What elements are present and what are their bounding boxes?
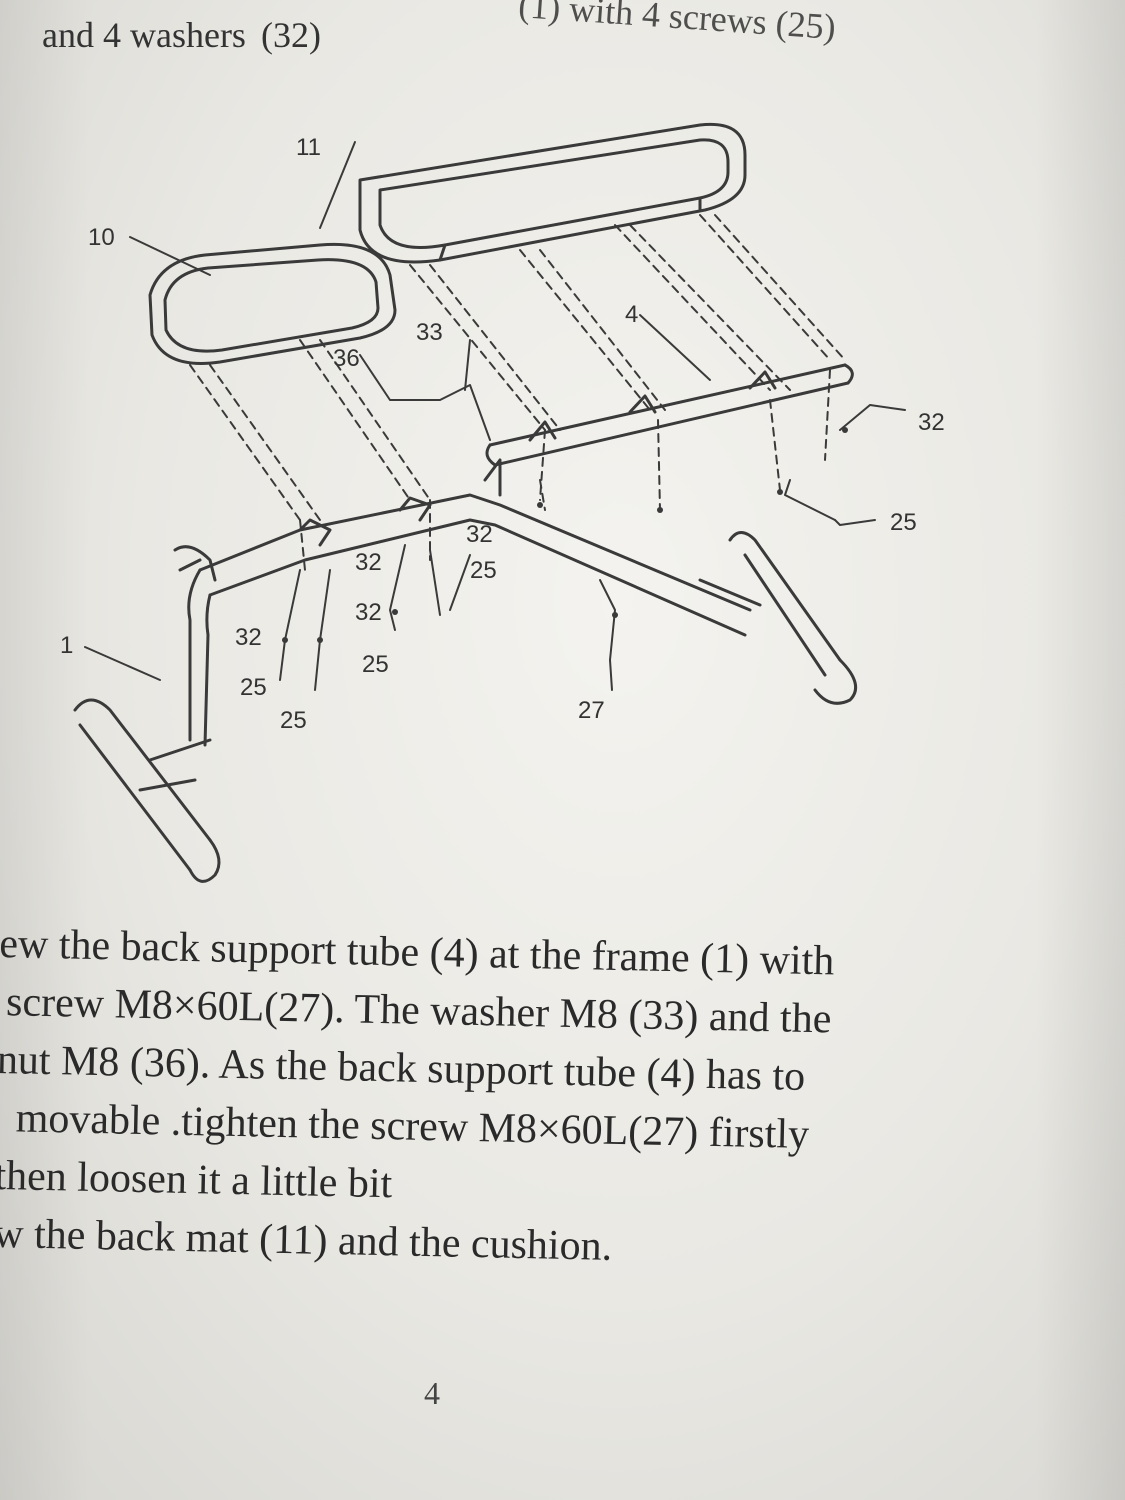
instruction-line-continued: and 4 washers (32) <box>42 14 321 56</box>
frame-drawing <box>73 458 858 883</box>
assembly-instructions: ew the back support tube (4) at the fram… <box>0 915 1125 1286</box>
instruction-line-top: (1) with 4 screws (25) <box>517 0 838 48</box>
page-number: 4 <box>424 1375 440 1411</box>
label-part-25-mid: 25 <box>362 651 389 678</box>
label-part-32-right: 32 <box>918 409 945 436</box>
label-part-33: 33 <box>416 319 443 346</box>
assembly-diagram: 11 10 33 4 36 32 25 32 25 32 32 1 32 25 … <box>60 122 945 883</box>
label-part-25-center: 25 <box>470 557 497 584</box>
label-part-32-mid-a: 32 <box>355 549 382 576</box>
label-part-32-center: 32 <box>466 521 493 548</box>
label-part-10: 10 <box>88 224 115 251</box>
label-part-25-left-b: 25 <box>280 707 307 734</box>
label-part-4: 4 <box>625 301 638 328</box>
instruction-part-ref: (32) <box>260 15 321 55</box>
label-part-25-right: 25 <box>890 509 917 536</box>
label-part-27: 27 <box>578 697 605 724</box>
label-part-36: 36 <box>333 345 360 372</box>
label-part-32-left: 32 <box>235 624 262 651</box>
instruction-text: and 4 washers <box>42 15 246 55</box>
label-part-25-left-a: 25 <box>240 674 267 701</box>
back-support-tube-drawing <box>485 363 854 467</box>
back-mat-drawing <box>358 122 747 264</box>
label-part-11: 11 <box>296 134 321 161</box>
label-part-1: 1 <box>60 632 73 659</box>
label-part-32-mid-b: 32 <box>355 599 382 626</box>
cushion-drawing <box>148 242 397 365</box>
